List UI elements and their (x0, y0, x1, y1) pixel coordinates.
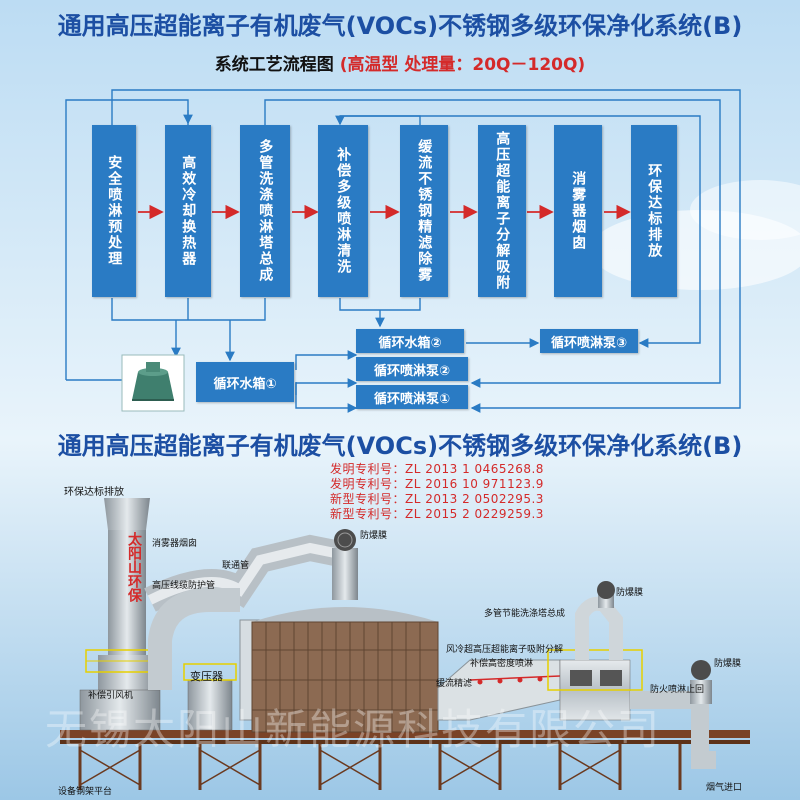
label-comp-spray: 补偿高密度喷淋 (470, 659, 534, 669)
stage-compensation-spray: 补偿多级喷淋清洗 (318, 125, 368, 297)
stage-cooling-exchanger: 高效冷却换热器 (165, 125, 211, 297)
label-aux-fan: 补偿引风机 (88, 691, 134, 701)
label-burst-1: 防爆膜 (360, 531, 388, 541)
platform-beam (60, 730, 750, 738)
label-connector: 联通管 (222, 561, 250, 571)
aux-tank-1: 循环水箱① (196, 362, 294, 402)
label-wind-cool: 风冷超高压超能离子吸附分解 (446, 645, 564, 655)
label-multi-tube: 多管节能洗涤塔总成 (484, 609, 566, 619)
stage-multi-tube-tower: 多管洗涤喷淋塔总成 (240, 125, 290, 297)
cooling-tower-image (121, 354, 185, 412)
aux-pump-1: 循环喷淋泵① (356, 385, 468, 409)
stage-ion-decomposition: 高压超能离子分解吸附 (478, 125, 526, 297)
subtitle-prefix: 系统工艺流程图 (214, 55, 334, 75)
stage-safety-spray: 安全喷淋预处理 (92, 125, 136, 297)
patent-4: 新型专利号：ZL 2015 2 0229259.3 (330, 507, 544, 521)
label-slow-flow: 缓流精滤 (436, 679, 473, 689)
chimney-brand: 太阳山环保 (126, 532, 142, 602)
label-hv-cable: 高压线缆防护管 (152, 581, 216, 591)
aux-pump-2: 循环喷淋泵② (356, 357, 468, 381)
patent-2: 发明专利号：ZL 2016 10 971123.9 (330, 477, 544, 491)
patent-3: 新型专利号：ZL 2013 2 0502295.3 (330, 492, 544, 506)
equipment-illustration (60, 498, 750, 790)
patent-1: 发明专利号：ZL 2013 1 0465268.8 (330, 462, 544, 476)
label-fire-spray: 防火喷淋止回 (650, 685, 705, 695)
diagram-title-top: 通用高压超能离子有机废气(VOCs)不锈钢多级环保净化系统(B) (57, 12, 743, 40)
stage-demister: 缓流不锈钢精滤除雾 (400, 125, 448, 297)
aux-tank-2: 循环水箱② (356, 329, 464, 353)
label-transformer: 变压器 (190, 670, 223, 683)
stage-mist-chimney: 消雾器烟囱 (554, 125, 602, 297)
stage-discharge: 环保达标排放 (631, 125, 677, 297)
diagram-subtitle: 系统工艺流程图 (高温型 处理量：20Q－120Q) (0, 50, 800, 75)
label-burst-3: 防爆膜 (714, 659, 742, 669)
label-exhaust: 环保达标排放 (64, 487, 124, 498)
label-burst-2: 防爆膜 (616, 588, 644, 598)
label-mist-chimney: 消雾器烟囱 (152, 539, 198, 549)
label-flue-inlet: 烟气进口 (706, 783, 743, 793)
diagram-title-bottom: 通用高压超能离子有机废气(VOCs)不锈钢多级环保净化系统(B) (57, 432, 743, 460)
company-watermark: 无锡太阳山新能源科技有限公司 (45, 705, 662, 754)
flow-lines (65, 89, 741, 413)
subtitle-highlight: (高温型 处理量：20Q－120Q) (339, 55, 586, 75)
aux-pump-3: 循环喷淋泵③ (540, 329, 638, 353)
label-platform: 设备钢架平台 (58, 787, 113, 797)
